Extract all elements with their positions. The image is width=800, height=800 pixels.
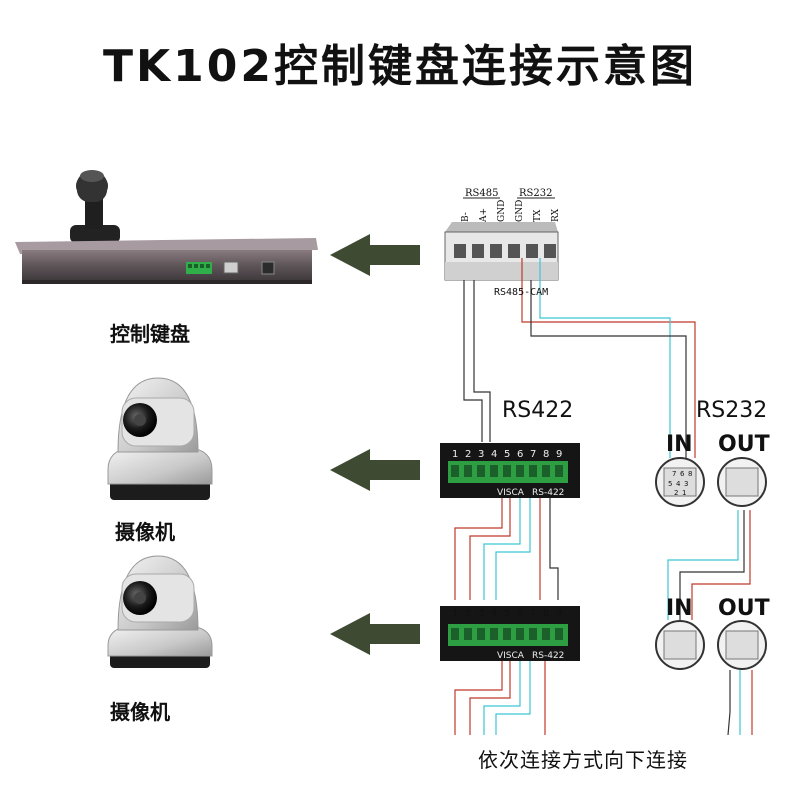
arrow-to-camera1	[330, 449, 420, 491]
arrow-to-camera2	[330, 613, 420, 655]
strip1-visca-caption: VISCA	[497, 488, 525, 498]
camera-1	[107, 377, 213, 500]
terminal-block	[444, 197, 559, 281]
strip1-pin-7: 7	[530, 449, 536, 460]
din1-pin-6: 6	[680, 470, 685, 478]
strip2-pin-5: 5	[504, 608, 510, 619]
strip2-pin-6: 6	[517, 608, 523, 619]
control-keyboard	[15, 170, 318, 284]
strip2-visca-caption: VISCA	[497, 651, 525, 661]
strip1-pin-8: 8	[543, 449, 549, 460]
in-label-2: IN	[666, 596, 693, 621]
rs232-out-port-1	[717, 457, 767, 507]
strip2-pin-1: 1	[452, 608, 458, 619]
wires	[454, 258, 753, 736]
rs232-in-port-2	[655, 620, 705, 670]
din1-pin-1: 1	[682, 489, 686, 497]
din1-pin-2: 2	[674, 489, 678, 497]
rs232-group-label: RS232	[519, 188, 552, 199]
din1-pin-7: 7	[672, 470, 676, 478]
din1-pin-3: 3	[684, 480, 688, 488]
arrow-to-keyboard	[330, 234, 420, 276]
din1-pin-4: 4	[676, 480, 681, 488]
strip1-pin-1: 1	[452, 449, 458, 460]
rs422-label: RS422	[502, 398, 574, 423]
strip1-pin-5: 5	[504, 449, 510, 460]
pin-label-rx: RX	[551, 208, 561, 222]
rs232-in-port-1	[655, 457, 705, 507]
strip2-pin-9: 9	[556, 608, 562, 619]
camera-2	[107, 555, 213, 668]
rs422-strip-2	[440, 606, 580, 661]
strip2-rs422-caption: RS-422	[532, 651, 564, 661]
strip1-pin-6: 6	[517, 449, 523, 460]
terminal-caption: RS485-CAM	[494, 287, 548, 298]
strip1-pin-2: 2	[465, 449, 471, 460]
pin-label-tx: TX	[533, 209, 543, 222]
strip2-pin-2: 2	[465, 608, 471, 619]
din1-pin-8: 8	[688, 470, 692, 478]
page-title: TK102控制键盘连接示意图	[103, 41, 697, 92]
strip2-pin-3: 3	[478, 608, 484, 619]
strip2-pin-4: 4	[491, 608, 497, 619]
rs232-out-port-2	[717, 620, 767, 670]
camera1-label: 摄像机	[115, 520, 175, 544]
rs232-label: RS232	[696, 398, 768, 423]
rs422-strip-1	[440, 443, 580, 498]
pin-label-b-minus: B-	[461, 212, 471, 222]
strip2-pin-7: 7	[530, 608, 536, 619]
rs485-group-label: RS485	[465, 188, 498, 199]
out-label-1: OUT	[718, 432, 770, 457]
camera2-label: 摄像机	[110, 700, 170, 724]
keyboard-label: 控制键盘	[110, 322, 190, 346]
pin-label-a-plus: A+	[479, 208, 489, 223]
strip1-pin-3: 3	[478, 449, 484, 460]
din1-pin-5: 5	[668, 480, 672, 488]
pin-label-gnd-2: GND	[515, 200, 525, 222]
out-label-2: OUT	[718, 596, 770, 621]
pin-label-gnd-1: GND	[497, 200, 507, 222]
strip1-rs422-caption: RS-422	[532, 488, 564, 498]
in-label-1: IN	[666, 432, 693, 457]
daisy-chain-note: 依次连接方式向下连接	[478, 748, 688, 772]
strip1-pin-9: 9	[556, 449, 562, 460]
strip2-pin-8: 8	[543, 608, 549, 619]
strip1-pin-4: 4	[491, 449, 497, 460]
